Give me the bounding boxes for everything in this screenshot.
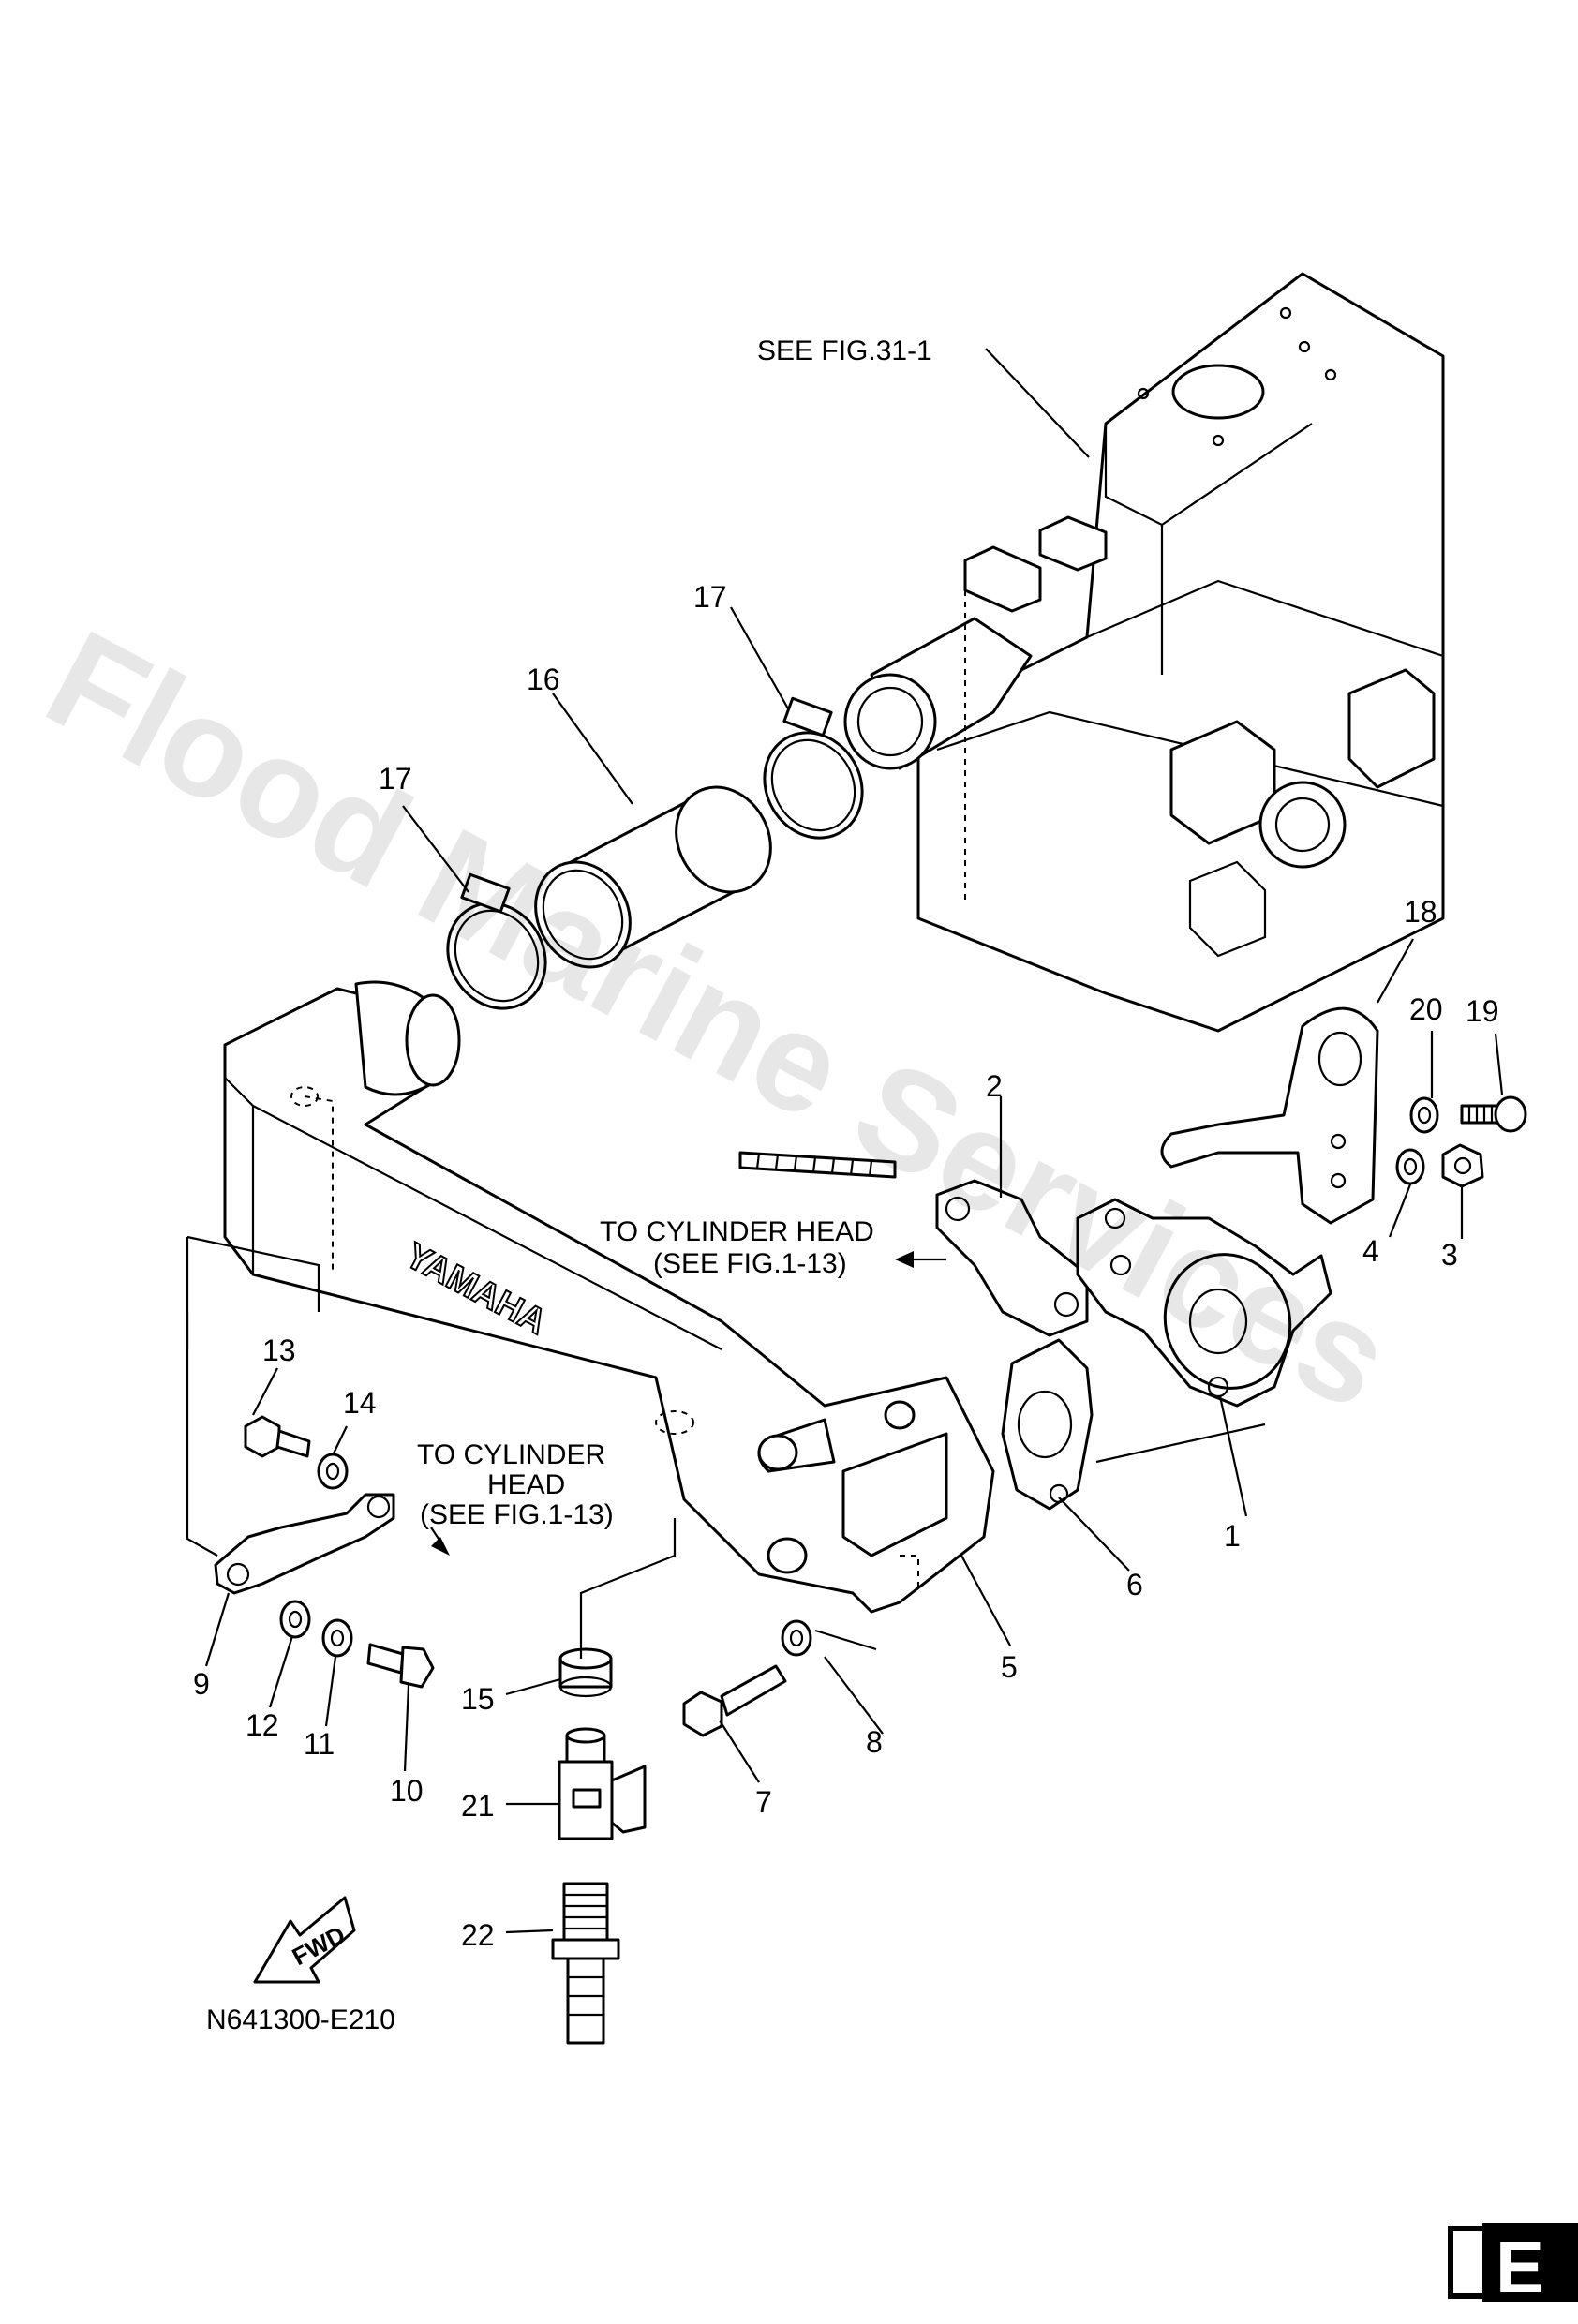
part-number-2: 2 [986, 1069, 1003, 1103]
part-number-6: 6 [1126, 1568, 1143, 1601]
bolt-13 [244, 1415, 311, 1458]
part-number-9: 9 [193, 1667, 210, 1701]
washer-8 [781, 1619, 812, 1657]
part-number-8: 8 [866, 1725, 883, 1759]
part-number-5: 5 [1001, 1650, 1018, 1684]
part-number-20: 20 [1409, 992, 1443, 1026]
see-fig-1-13-label-1: (SEE FIG.1-13) [653, 1248, 847, 1279]
part-number-15: 15 [461, 1682, 495, 1716]
plug-15 [558, 1647, 613, 1698]
washer-12 [279, 1600, 311, 1639]
washer-14 [317, 1452, 349, 1490]
cylinder-block [843, 272, 1445, 1033]
part-number-18: 18 [1404, 895, 1437, 929]
stud-bolt [738, 1151, 897, 1179]
hose-clamp-17-lower [446, 872, 547, 1010]
page-letter: E [1496, 2226, 1544, 2308]
bracket-9 [214, 1493, 395, 1595]
bracket-18 [1160, 1006, 1379, 1225]
part-number-7: 7 [755, 1785, 772, 1819]
part-number-16: 16 [527, 663, 560, 696]
gasket-2 [935, 1179, 1089, 1337]
part-number-19: 19 [1466, 994, 1499, 1028]
drain-cock-21 [558, 1727, 647, 1840]
part-number-12: 12 [246, 1708, 279, 1742]
see-fig-1-13-label-2: (SEE FIG.1-13) [420, 1499, 614, 1530]
part-number-4: 4 [1362, 1234, 1379, 1268]
part-number-14: 14 [343, 1386, 377, 1420]
part-number-17-lower: 17 [379, 762, 412, 796]
washer-4 [1395, 1148, 1425, 1185]
leader-lines [186, 348, 1504, 1934]
part-number-11: 11 [304, 1727, 335, 1761]
to-cylinder-label-2: TO CYLINDER [417, 1439, 605, 1470]
part-number-21: 21 [461, 1789, 495, 1823]
hose-clamp-17-upper [763, 696, 864, 840]
thermostat-cover-1 [1076, 1198, 1332, 1408]
to-cylinder-head-label-1: TO CYLINDER HEAD [600, 1216, 874, 1247]
hose-16 [534, 785, 772, 969]
nut-3 [1441, 1143, 1484, 1188]
washer-11 [321, 1618, 353, 1658]
part-number-10: 10 [390, 1774, 424, 1808]
bolt-10 [366, 1643, 435, 1689]
head-label-2: HEAD [487, 1469, 565, 1500]
part-number-17-upper: 17 [693, 580, 727, 614]
part-number-13: 13 [262, 1333, 296, 1367]
page-letter-box: E [1448, 2223, 1578, 2308]
fwd-direction-arrow: FWD [253, 1896, 356, 1984]
gasket-6 [1001, 1338, 1094, 1511]
part-number-1: 1 [1224, 1519, 1241, 1553]
bolt-19 [1460, 1095, 1527, 1133]
bolt-7 [682, 1664, 787, 1737]
diagram-code: N641300-E210 [206, 2004, 395, 2035]
hose-nipple-22 [551, 1882, 620, 2045]
part-number-3: 3 [1441, 1238, 1458, 1272]
see-fig-31-1-label: SEE FIG.31-1 [757, 335, 932, 366]
washer-20 [1409, 1096, 1439, 1134]
part-number-22: 22 [461, 1918, 495, 1952]
